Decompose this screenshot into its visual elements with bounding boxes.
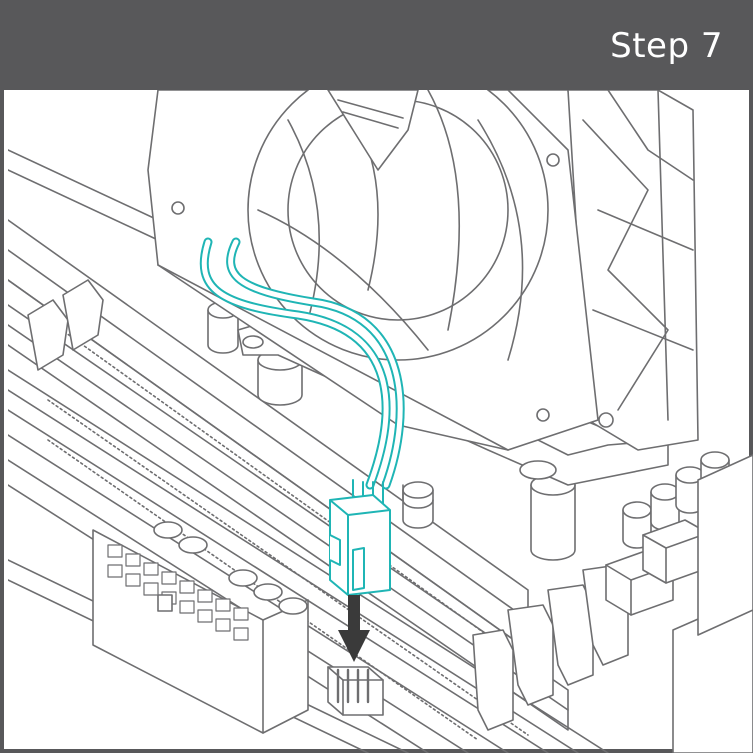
insert-direction-arrow-icon xyxy=(338,595,370,662)
vrm-components xyxy=(605,454,753,753)
fan-cable xyxy=(199,237,405,506)
cpu-fan-header xyxy=(327,666,384,716)
rear-fan xyxy=(567,90,699,451)
step-header: Step 7 xyxy=(4,4,753,90)
step-title: Step 7 xyxy=(610,26,723,66)
fan-cable-connector xyxy=(329,494,391,596)
installation-illustration xyxy=(8,90,753,753)
installation-diagram xyxy=(8,90,753,753)
ram-slots xyxy=(8,219,609,753)
atx-power-connector xyxy=(92,521,309,734)
ram-slot-clips xyxy=(27,279,629,731)
front-fan xyxy=(147,90,599,451)
